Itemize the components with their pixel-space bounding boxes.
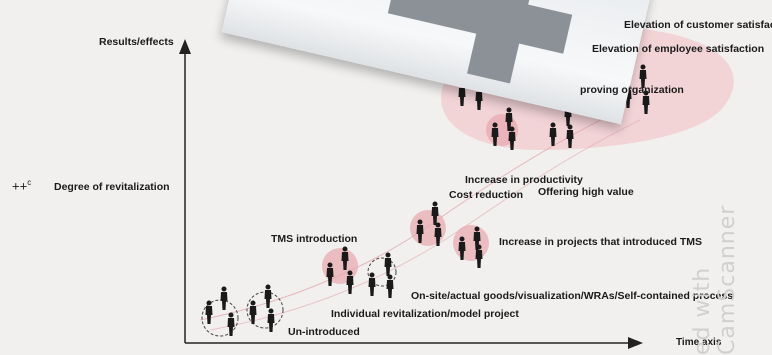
stage-label: Offering high value: [538, 186, 634, 198]
stage-label: proving organization: [580, 84, 684, 96]
stage-label: TMS introduction: [271, 233, 358, 245]
stage-label: On-site/actual goods/visualization/WRAs/…: [411, 290, 734, 302]
stage-label: Elevation of customer satisfacti: [624, 19, 772, 31]
person-silhouette-icon: [508, 126, 516, 150]
stage-label: Elevation of employee satisfaction: [592, 43, 765, 55]
side-marker-text: ++: [12, 178, 28, 194]
person-silhouette-icon: [384, 252, 392, 276]
person-silhouette-icon: [220, 286, 228, 310]
stage-label: Cost reduction: [449, 189, 524, 201]
person-silhouette-icon: [386, 274, 394, 298]
stage-highlight-circle: [453, 225, 489, 261]
stage-group-circle: [201, 299, 239, 337]
person-silhouette-icon: [549, 122, 557, 146]
y-axis-label: Results/effects: [99, 36, 174, 48]
person-silhouette-icon: [249, 300, 257, 324]
person-silhouette-icon: [458, 236, 466, 260]
person-silhouette-icon: [434, 222, 442, 246]
person-silhouette-icon: [491, 122, 499, 146]
person-silhouette-icon: [264, 284, 272, 308]
person-silhouette-icon: [416, 219, 424, 243]
stage-label: Un-introduced: [288, 326, 360, 338]
degree-label: Degree of revitalization: [54, 181, 170, 193]
x-axis-label: Time axis: [676, 337, 722, 348]
stage-label: Increase in projects that introduced TMS: [499, 236, 703, 248]
person-silhouette-icon: [227, 312, 235, 336]
stage-label: Individual revitalization/model project: [331, 308, 519, 320]
side-marker-sup: c: [27, 178, 32, 187]
stage-group-circle: [367, 257, 397, 287]
person-silhouette-icon: [639, 64, 647, 88]
watermark: ed with CamScanner: [690, 204, 740, 355]
person-silhouette-icon: [431, 201, 439, 225]
person-silhouette-icon: [642, 90, 650, 114]
person-silhouette-icon: [475, 244, 483, 268]
person-silhouette-icon: [267, 308, 275, 332]
person-silhouette-icon: [505, 107, 513, 131]
person-silhouette-icon: [566, 124, 574, 148]
stage-group-circle: [246, 291, 284, 329]
person-silhouette-icon: [326, 262, 334, 286]
side-marker: ++c: [12, 178, 31, 193]
stage-label: Increase in productivity: [465, 174, 583, 186]
person-silhouette-icon: [368, 272, 376, 296]
person-silhouette-icon: [346, 270, 354, 294]
person-silhouette-icon: [205, 300, 213, 324]
person-silhouette-icon: [341, 246, 349, 270]
